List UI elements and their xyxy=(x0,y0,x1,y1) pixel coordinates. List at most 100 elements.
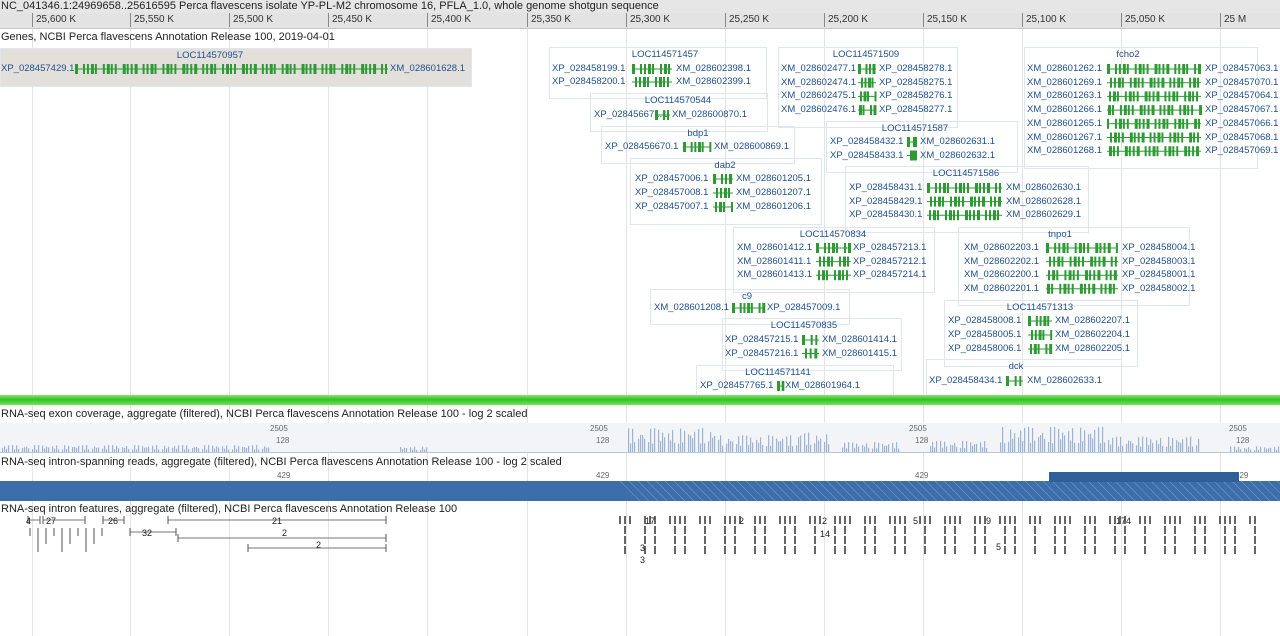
transcript-label[interactable]: XP_028458278.1 xyxy=(879,63,953,74)
transcript-label[interactable]: XP_028456671.1 xyxy=(594,109,668,120)
transcript-label[interactable]: XM_028601208.1 xyxy=(654,302,730,313)
transcript-label[interactable]: XM_028602399.1 xyxy=(676,76,752,87)
transcript-label[interactable]: XP_028457213.1 xyxy=(853,242,927,253)
gene-name-label[interactable]: c9 xyxy=(741,291,753,302)
transcript-label[interactable]: XP_028458429.1 xyxy=(849,195,923,207)
transcript-label[interactable]: XM_028602201.1 xyxy=(964,282,1040,294)
transcript-label[interactable]: XM_028600869.1 xyxy=(714,141,790,152)
transcript-label[interactable]: XM_028602474.1 xyxy=(781,76,857,88)
transcript-label[interactable]: XM_028601205.1 xyxy=(736,173,812,184)
transcript-label[interactable]: XP_028458430.1 xyxy=(849,209,923,221)
transcript-label[interactable]: XP_028458275.1 xyxy=(879,76,953,88)
transcript-label[interactable]: XP_028458431.1 xyxy=(849,182,923,193)
intron-reads-track-label[interactable]: RNA-seq intron-spanning reads, aggregate… xyxy=(1,456,562,468)
gene-feature-fcho2[interactable] xyxy=(1024,47,1258,169)
transcript-label[interactable]: XM_028600870.1 xyxy=(672,109,748,120)
gene-feature-dab2[interactable] xyxy=(630,158,822,225)
transcript-label[interactable]: XP_028458199.1 xyxy=(552,63,626,74)
gene-name-label[interactable]: tnpo1 xyxy=(1048,229,1072,240)
transcript-label[interactable]: XM_028601266.1 xyxy=(1027,104,1103,116)
transcript-label[interactable]: XP_028458432.1 xyxy=(830,136,904,147)
transcript-label[interactable]: XM_028602475.1 xyxy=(781,90,857,102)
transcript-label[interactable]: XM_028601262.1 xyxy=(1027,63,1103,74)
genes-track-label[interactable]: Genes, NCBI Perca flavescens Annotation … xyxy=(1,31,335,43)
transcript-label[interactable]: XM_028601269.1 xyxy=(1027,76,1103,88)
transcript-label[interactable]: XP_028458006.1 xyxy=(948,343,1022,354)
transcript-label[interactable]: XP_028458433.1 xyxy=(830,149,904,161)
transcript-label[interactable]: XM_028601628.1 xyxy=(390,63,466,74)
transcript-label[interactable]: XP_028457068.1 xyxy=(1205,131,1279,143)
transcript-label[interactable]: XP_028458003.1 xyxy=(1122,255,1196,267)
gene-feature-LOC114570834[interactable] xyxy=(733,227,935,293)
transcript-label[interactable]: XP_028457066.1 xyxy=(1205,117,1279,129)
gene-name-label[interactable]: LOC114570544 xyxy=(644,95,712,106)
transcript-label[interactable]: XP_028457212.1 xyxy=(853,255,927,267)
gene-name-label[interactable]: LOC114570834 xyxy=(799,229,867,240)
transcript-label[interactable]: XM_028601206.1 xyxy=(736,201,812,212)
gene-name-label[interactable]: dck xyxy=(1008,361,1024,372)
gene-feature-tnpo1[interactable] xyxy=(958,227,1190,307)
transcript-label[interactable]: XM_028602398.1 xyxy=(676,63,752,74)
transcript-label[interactable]: XP_028458200.1 xyxy=(552,76,626,87)
gene-feature-c9[interactable] xyxy=(650,289,850,325)
transcript-label[interactable]: XM_028602203.1 xyxy=(964,242,1040,253)
gene-name-label[interactable]: dab2 xyxy=(714,160,736,171)
gene-feature-LOC114570835[interactable] xyxy=(722,318,902,371)
transcript-label[interactable]: XM_028601267.1 xyxy=(1027,131,1103,143)
gene-name-label[interactable]: LOC114570957 xyxy=(176,50,244,61)
transcript-label[interactable]: XP_028458008.1 xyxy=(948,315,1022,326)
transcript-label[interactable]: XM_028602628.1 xyxy=(1006,195,1082,207)
gene-name-label[interactable]: LOC114571586 xyxy=(932,168,1000,179)
transcript-label[interactable]: XP_028458005.1 xyxy=(948,329,1022,340)
gene-feature-LOC114571586[interactable] xyxy=(845,166,1089,233)
transcript-label[interactable]: XM_028602630.1 xyxy=(1006,182,1082,193)
transcript-label[interactable]: XM_028602202.1 xyxy=(964,255,1040,267)
transcript-label[interactable]: XM_028602205.1 xyxy=(1055,343,1131,354)
transcript-label[interactable]: XM_028602204.1 xyxy=(1055,329,1131,340)
transcript-label[interactable]: XM_028601412.1 xyxy=(737,242,813,253)
selection-highlight-bar[interactable] xyxy=(0,395,1280,405)
transcript-label[interactable]: XM_028601411.1 xyxy=(737,255,812,267)
transcript-label[interactable]: XM_028602207.1 xyxy=(1055,315,1131,326)
gene-feature-LOC114571313[interactable] xyxy=(944,300,1138,367)
transcript-label[interactable]: XM_028602477.1 xyxy=(781,63,857,74)
transcript-label[interactable]: XP_028457007.1 xyxy=(635,201,709,212)
gene-feature-LOC114570544[interactable] xyxy=(590,93,768,132)
transcript-label[interactable]: XM_028601415.1 xyxy=(822,347,898,359)
transcript-label[interactable]: XM_028602200.1 xyxy=(964,269,1040,281)
gene-feature-LOC114571587[interactable] xyxy=(826,121,1018,173)
transcript-label[interactable]: XP_028457008.1 xyxy=(635,187,709,198)
exon-coverage-track-label[interactable]: RNA-seq exon coverage, aggregate (filter… xyxy=(1,408,528,420)
transcript-label[interactable]: XP_028457214.1 xyxy=(853,269,927,281)
transcript-label[interactable]: XM_028601265.1 xyxy=(1027,117,1103,129)
transcript-label[interactable]: XP_028458001.1 xyxy=(1122,269,1196,281)
gene-feature-bdp1[interactable] xyxy=(601,126,795,164)
intron-features-track-label[interactable]: RNA-seq intron features, aggregate (filt… xyxy=(1,503,458,515)
transcript-label[interactable]: XP_028458002.1 xyxy=(1122,282,1196,294)
transcript-label[interactable]: XP_028457216.1 xyxy=(725,347,799,359)
gene-name-label[interactable]: LOC114571457 xyxy=(631,49,699,60)
transcript-label[interactable]: XM_028601207.1 xyxy=(736,187,812,198)
transcript-label[interactable]: XP_028457070.1 xyxy=(1205,76,1279,88)
transcript-label[interactable]: XP_028457215.1 xyxy=(725,334,799,345)
transcript-label[interactable]: XM_028602631.1 xyxy=(920,136,996,147)
transcript-label[interactable]: XP_028457009.1 xyxy=(767,302,841,313)
gene-name-label[interactable]: LOC114571509 xyxy=(832,49,900,60)
transcript-label[interactable]: XM_028601263.1 xyxy=(1027,90,1103,102)
transcript-label[interactable]: XP_028456670.1 xyxy=(605,141,679,152)
transcript-label[interactable]: XM_028602632.1 xyxy=(920,149,996,161)
transcript-label[interactable]: XP_028457067.1 xyxy=(1205,104,1279,116)
transcript-label[interactable]: XP_028458277.1 xyxy=(879,104,953,116)
transcript-label[interactable]: XM_028601414.1 xyxy=(822,334,898,345)
transcript-label[interactable]: XP_028458434.1 xyxy=(929,375,1003,386)
transcript-label[interactable]: XM_028601413.1 xyxy=(737,269,813,281)
transcript-label[interactable]: XP_028457765.1 xyxy=(700,380,774,391)
transcript-label[interactable]: XP_028457429.1 xyxy=(1,63,75,74)
transcript-label[interactable]: XP_028457069.1 xyxy=(1205,145,1279,157)
gene-name-label[interactable]: fcho2 xyxy=(1116,49,1140,60)
transcript-label[interactable]: XM_028602629.1 xyxy=(1006,209,1082,221)
transcript-label[interactable]: XM_028601268.1 xyxy=(1027,145,1103,157)
gene-feature-LOC114570957[interactable] xyxy=(0,48,472,87)
gene-name-label[interactable]: LOC114571141 xyxy=(745,367,811,378)
transcript-label[interactable]: XP_028458276.1 xyxy=(879,90,953,102)
